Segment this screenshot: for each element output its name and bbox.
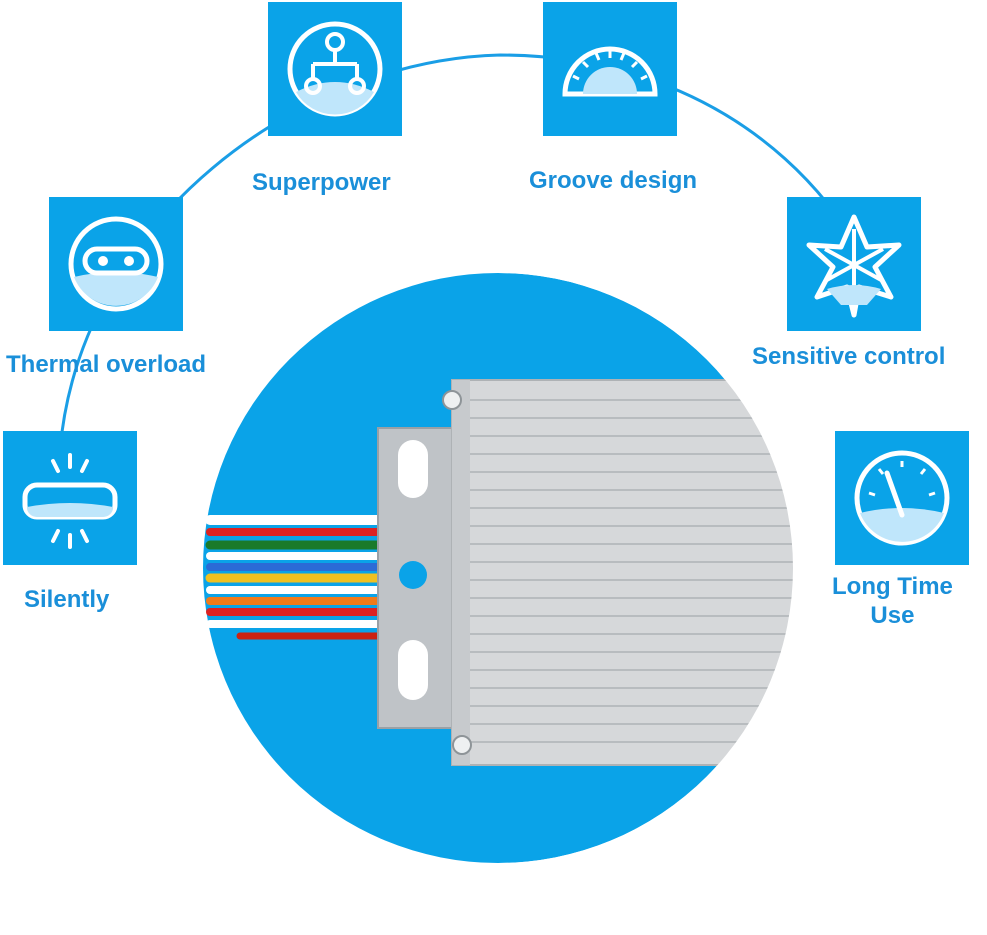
groove-design-tile bbox=[543, 2, 677, 136]
long-time-use-tile bbox=[835, 431, 969, 565]
long-time-use-label: Long Time Use bbox=[832, 572, 953, 630]
thermal-overload-tile bbox=[49, 197, 183, 331]
groove-design-label: Groove design bbox=[529, 167, 698, 194]
long-time-use-label-line2: Use bbox=[870, 602, 915, 629]
protractor-icon bbox=[562, 46, 658, 97]
sensitive-control-tile bbox=[787, 197, 921, 331]
sensitive-control-label: Sensitive control bbox=[752, 343, 946, 370]
silently-tile bbox=[3, 431, 137, 565]
silent-capsule-icon bbox=[22, 453, 118, 549]
snowflake-star-icon bbox=[806, 214, 902, 318]
robot-face-icon bbox=[68, 216, 164, 312]
superpower-tile bbox=[268, 2, 402, 136]
superpower-label: Superpower bbox=[252, 169, 391, 196]
gauge-icon bbox=[854, 450, 950, 546]
silently-label: Silently bbox=[24, 586, 110, 613]
flow-chart-icon bbox=[287, 21, 383, 117]
long-time-use-label-line1: Long Time bbox=[832, 573, 953, 600]
wire-bundle bbox=[205, 515, 405, 640]
thermal-overload-label: Thermal overload bbox=[6, 351, 207, 378]
